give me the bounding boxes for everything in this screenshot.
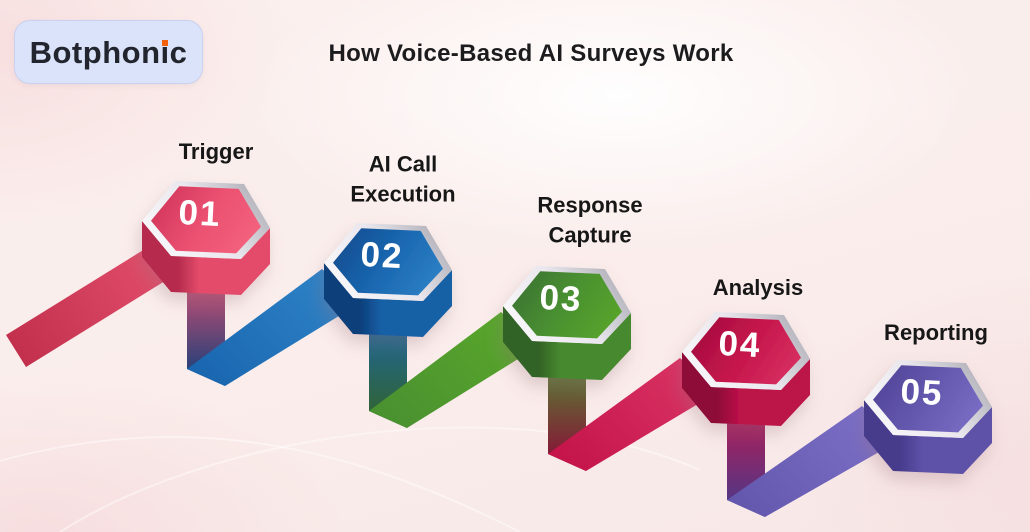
- ribbon-rise-1: [187, 269, 360, 386]
- brand-i-dot: ı: [160, 34, 170, 70]
- background-swirl: [0, 436, 521, 532]
- step-label-2: AI Call Execution: [350, 151, 456, 207]
- ribbon-rise-2: [369, 312, 539, 428]
- ribbon-rise-4: [727, 406, 900, 517]
- hexagon-side: [142, 221, 270, 295]
- step-number-4: 04: [717, 323, 763, 366]
- hexagon-face: [333, 228, 443, 296]
- ribbons-layer: [6, 226, 900, 517]
- step-label-4: Analysis: [712, 274, 804, 300]
- page-title: How Voice-Based AI Surveys Work: [328, 40, 734, 67]
- hexagon-side: [864, 400, 992, 474]
- hexagon-step-02: [324, 223, 452, 337]
- step-label-5: Reporting: [884, 319, 988, 345]
- hexagon-step-04: [682, 312, 810, 426]
- hexagon-step-05: [864, 360, 992, 474]
- hexagon-side: [682, 352, 810, 426]
- hexagon-side: [324, 263, 452, 337]
- hexagon-side: [503, 306, 631, 380]
- step-label-1: Trigger: [178, 138, 254, 164]
- hexagon-face: [151, 186, 261, 254]
- brand-text-post: c: [169, 34, 188, 70]
- hexagon-face: [512, 271, 622, 339]
- step-number-5: 05: [899, 371, 945, 414]
- step-number-2: 02: [359, 234, 405, 277]
- hexagon-step-01: [142, 181, 270, 295]
- brand-text-pre: Botphon: [29, 34, 161, 70]
- hexagon-face: [691, 317, 801, 385]
- hexagon-step-03: [503, 266, 631, 380]
- hexagon-face: [873, 365, 983, 433]
- step-number-3: 03: [538, 277, 584, 320]
- brand-name: Botphonıc: [30, 37, 188, 68]
- ribbon-rise-3: [548, 358, 718, 471]
- step-number-1: 01: [177, 192, 223, 235]
- step-label-3: Response Capture: [537, 192, 643, 248]
- brand-logo: Botphonıc: [14, 20, 203, 84]
- hexagons-layer: [142, 181, 992, 474]
